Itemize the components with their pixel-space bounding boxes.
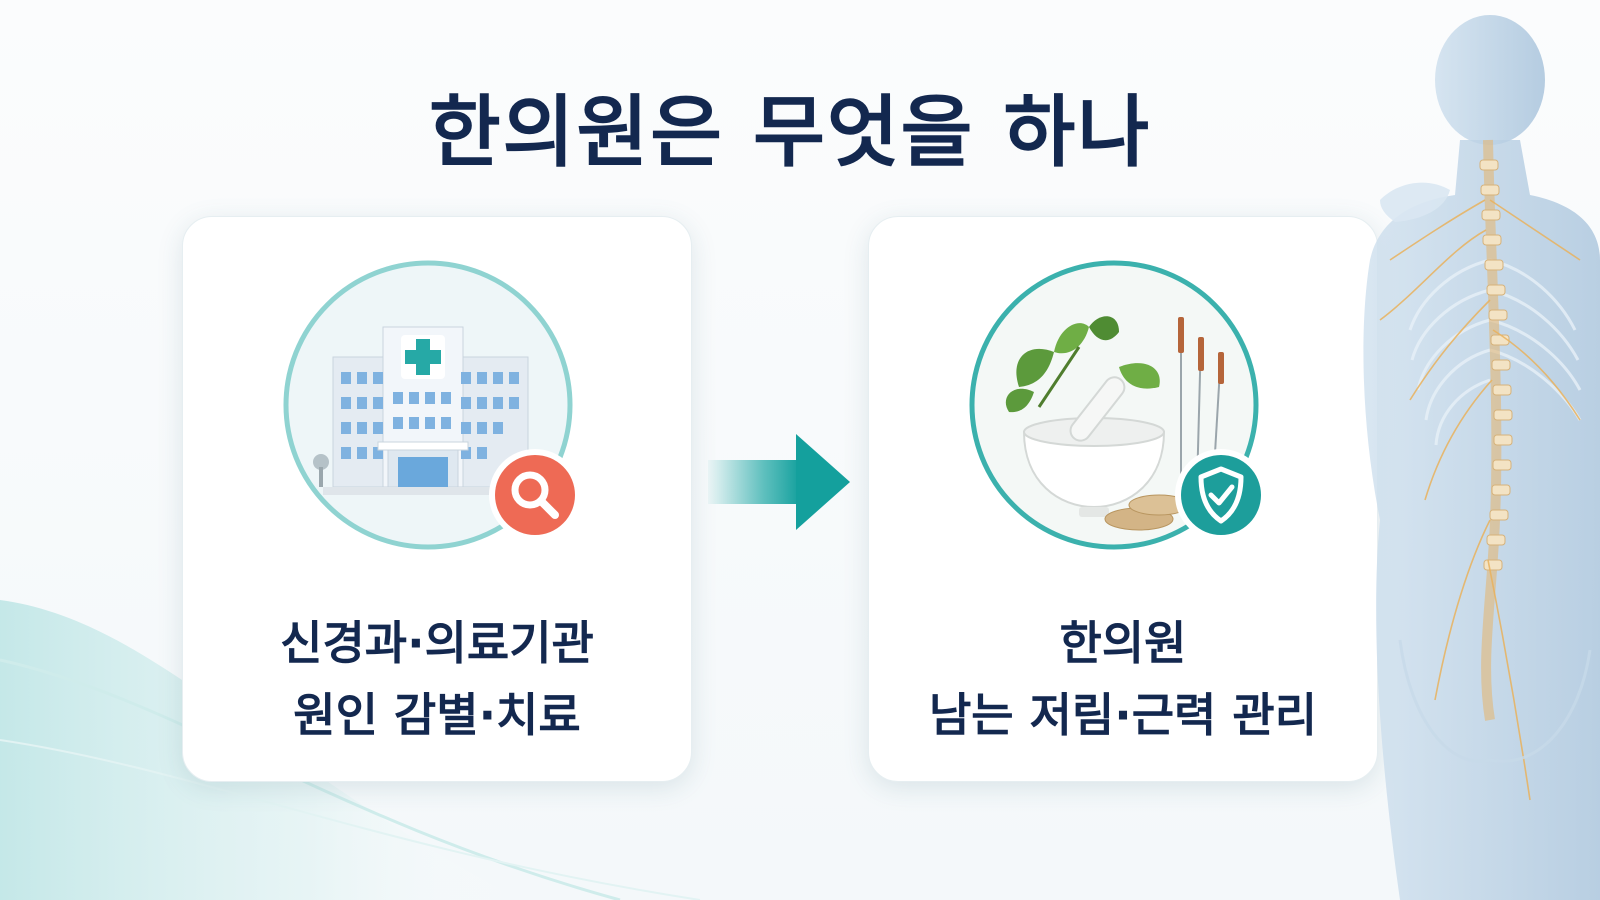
card-right-line2: 남는 저림·근력 관리	[928, 688, 1318, 742]
search-icon	[489, 449, 581, 541]
herbal-medicine-illustration	[969, 257, 1279, 567]
hospital-illustration	[283, 257, 593, 567]
arrow-right-icon	[708, 434, 850, 530]
mortar-pestle-icon	[1022, 376, 1166, 517]
card-right-line1: 한의원	[1059, 616, 1187, 670]
page-title: 한의원은 무엇을 하나	[428, 88, 1152, 178]
card-left-line1: 신경과·의료기관	[280, 616, 594, 670]
herb-leaf-icon	[1005, 316, 1160, 413]
card-left-line2: 원인 감별·치료	[293, 688, 581, 742]
shield-check-icon	[1175, 449, 1267, 541]
nerve-lines	[1379, 199, 1581, 801]
human-spine-figure	[1363, 15, 1600, 900]
card-korean-medicine-clinic: 한의원 남는 저림·근력 관리	[868, 216, 1378, 782]
card-medical-institution: 신경과·의료기관 원인 감별·치료	[182, 216, 692, 782]
spine-icon	[1479, 139, 1513, 721]
